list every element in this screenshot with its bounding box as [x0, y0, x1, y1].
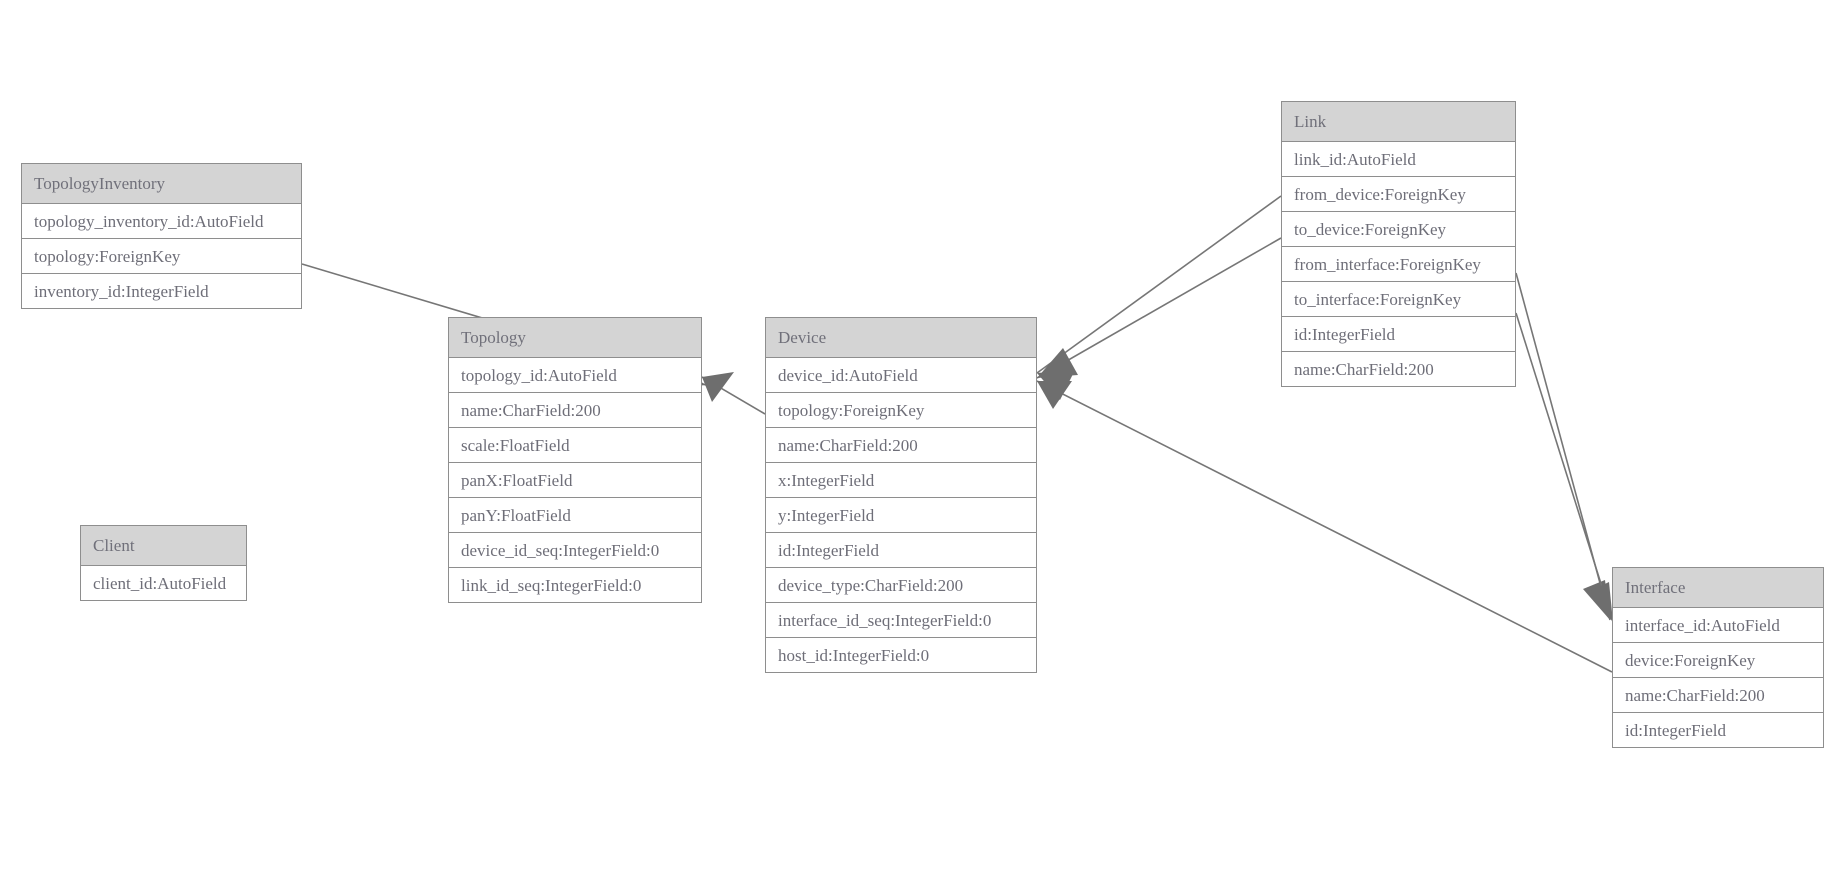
field-row[interactable]: name:CharField:200 [766, 428, 1036, 463]
entity-topology[interactable]: Topology topology_id:AutoField name:Char… [448, 317, 702, 603]
field-row[interactable]: client_id:AutoField [81, 566, 246, 601]
field-row[interactable]: scale:FloatField [449, 428, 701, 463]
edge-device-to-topology [701, 372, 766, 415]
field-row[interactable]: from_device:ForeignKey [1282, 177, 1515, 212]
field-row[interactable]: name:CharField:200 [1282, 352, 1515, 387]
field-row[interactable]: interface_id:AutoField [1613, 608, 1823, 643]
edge-link-to-device-to-device [1036, 237, 1282, 379]
field-row[interactable]: link_id:AutoField [1282, 142, 1515, 177]
field-row[interactable]: panX:FloatField [449, 463, 701, 498]
entity-title-device: Device [766, 318, 1036, 358]
entity-title-topology: Topology [449, 318, 701, 358]
field-row[interactable]: from_interface:ForeignKey [1282, 247, 1515, 282]
entity-title-link: Link [1282, 102, 1515, 142]
field-row[interactable]: x:IntegerField [766, 463, 1036, 498]
field-row[interactable]: name:CharField:200 [449, 393, 701, 428]
entity-interface[interactable]: Interface interface_id:AutoField device:… [1612, 567, 1824, 748]
edge-interface-to-device [1036, 380, 1613, 673]
field-row[interactable]: to_device:ForeignKey [1282, 212, 1515, 247]
entity-topology-inventory[interactable]: TopologyInventory topology_inventory_id:… [21, 163, 302, 309]
field-row[interactable]: id:IntegerField [766, 533, 1036, 568]
field-row[interactable]: id:IntegerField [1282, 317, 1515, 352]
entity-link[interactable]: Link link_id:AutoField from_device:Forei… [1281, 101, 1516, 387]
field-row[interactable]: panY:FloatField [449, 498, 701, 533]
field-row[interactable]: to_interface:ForeignKey [1282, 282, 1515, 317]
field-row[interactable]: interface_id_seq:IntegerField:0 [766, 603, 1036, 638]
entity-device[interactable]: Device device_id:AutoField topology:Fore… [765, 317, 1037, 673]
field-row[interactable]: device:ForeignKey [1613, 643, 1823, 678]
entity-client[interactable]: Client client_id:AutoField [80, 525, 247, 601]
field-row[interactable]: topology:ForeignKey [22, 239, 301, 274]
field-row[interactable]: device_id_seq:IntegerField:0 [449, 533, 701, 568]
field-row[interactable]: topology_id:AutoField [449, 358, 701, 393]
field-row[interactable]: device_type:CharField:200 [766, 568, 1036, 603]
entity-title-client: Client [81, 526, 246, 566]
field-row[interactable]: topology:ForeignKey [766, 393, 1036, 428]
entity-title-interface: Interface [1613, 568, 1823, 608]
field-row[interactable]: id:IntegerField [1613, 713, 1823, 748]
field-row[interactable]: link_id_seq:IntegerField:0 [449, 568, 701, 603]
edge-link-from-device-to-device [1036, 195, 1282, 400]
edge-link-from-interface-to-interface [1515, 272, 1611, 621]
field-row[interactable]: device_id:AutoField [766, 358, 1036, 393]
field-row[interactable]: host_id:IntegerField:0 [766, 638, 1036, 673]
field-row[interactable]: inventory_id:IntegerField [22, 274, 301, 309]
entity-title-topology-inventory: TopologyInventory [22, 164, 301, 204]
edge-link-to-interface-to-interface [1515, 312, 1614, 623]
field-row[interactable]: name:CharField:200 [1613, 678, 1823, 713]
field-row[interactable]: y:IntegerField [766, 498, 1036, 533]
field-row[interactable]: topology_inventory_id:AutoField [22, 204, 301, 239]
